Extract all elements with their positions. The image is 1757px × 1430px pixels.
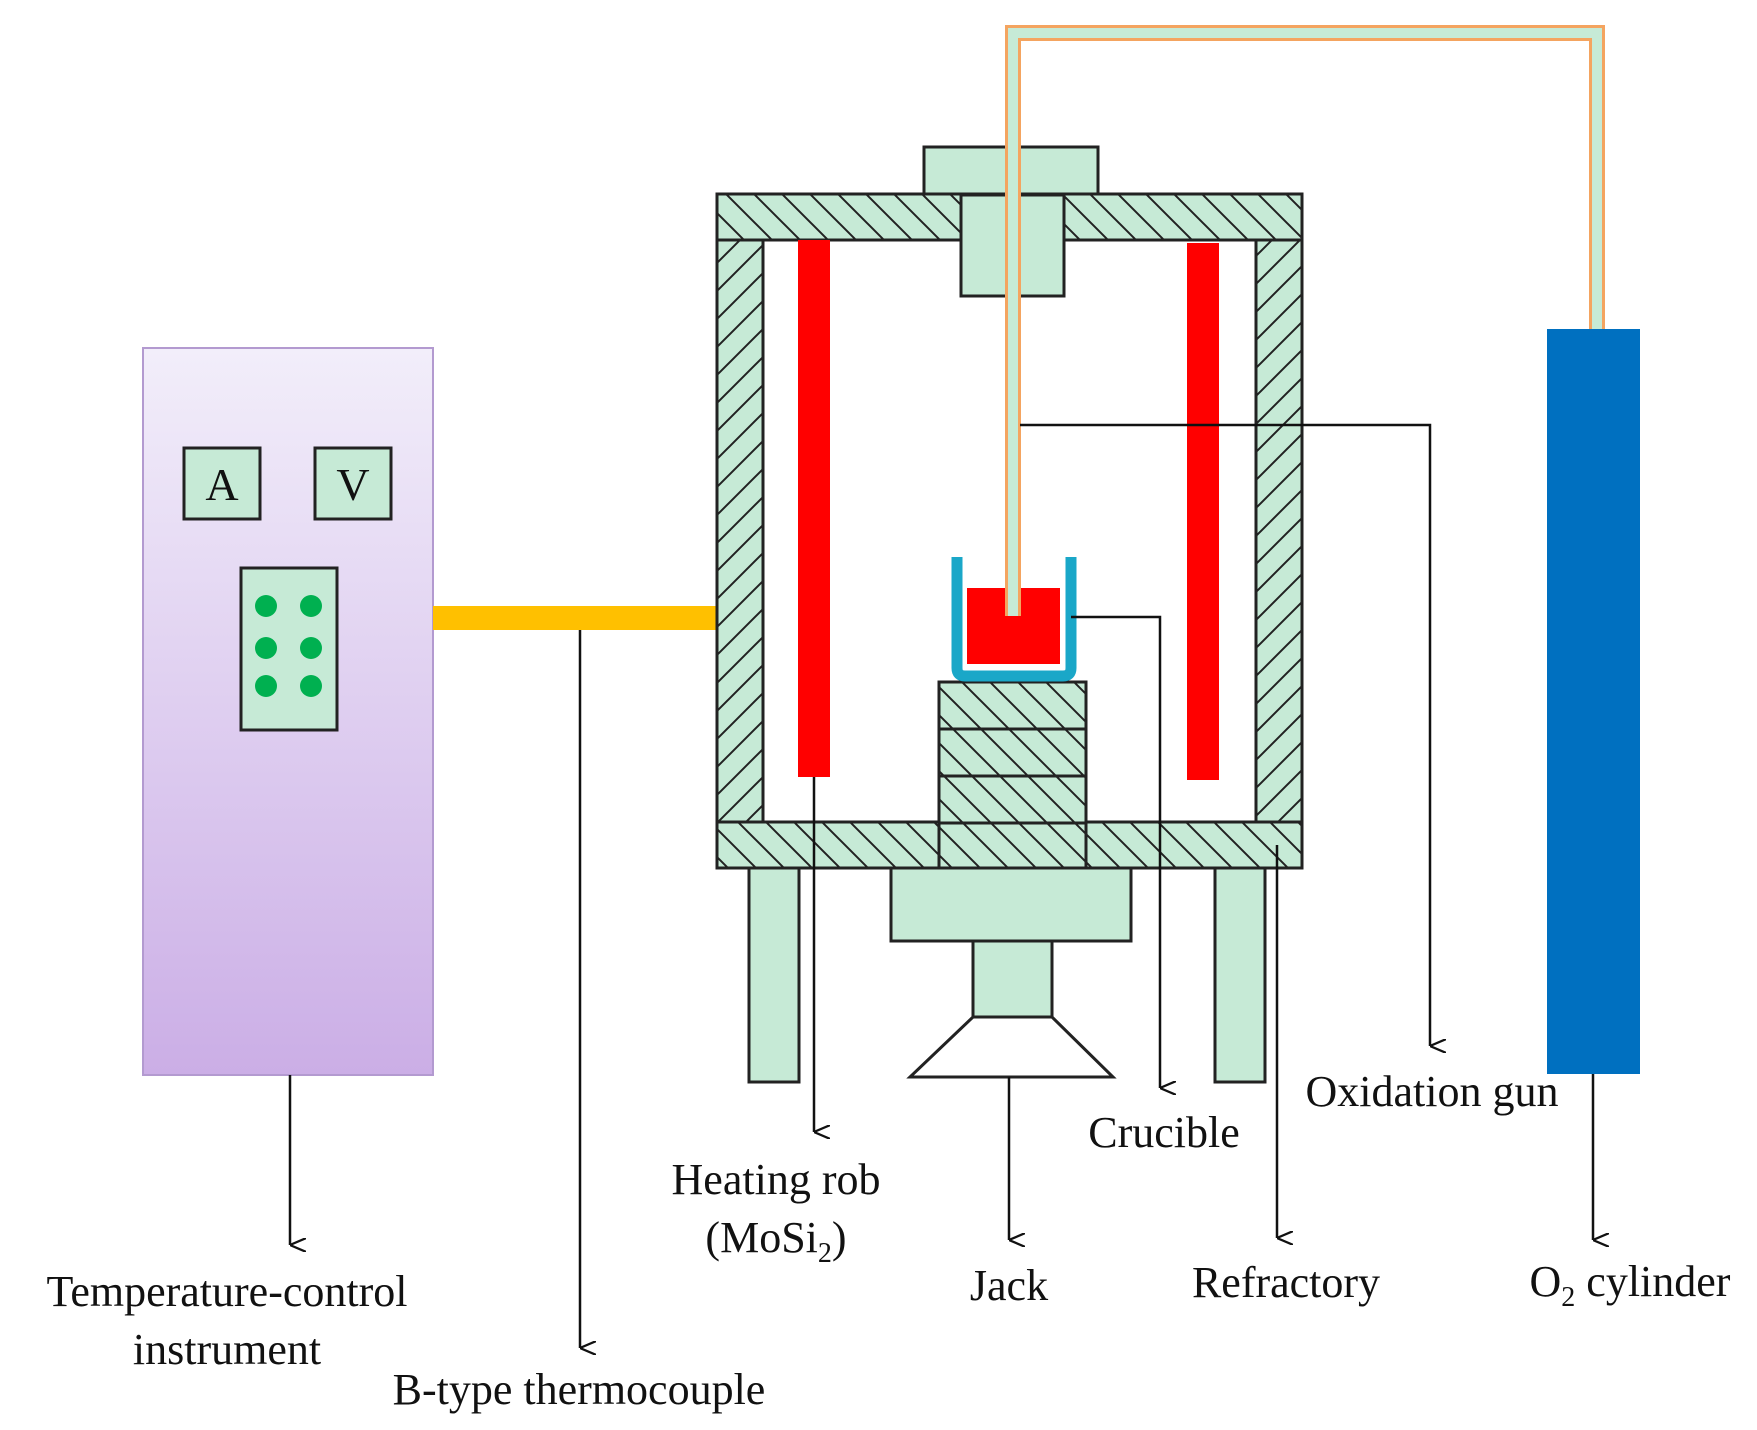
indicator-light (255, 637, 277, 659)
label-heating-rod: Heating rob (672, 1155, 881, 1204)
o2-cylinder (1547, 329, 1640, 1074)
indicator-light (300, 595, 322, 617)
b-type-thermocouple (433, 606, 719, 630)
heating-rod-left (798, 240, 830, 777)
leader-oxidation-gun (1020, 423, 1430, 1046)
label-temperature-control-2: instrument (133, 1325, 321, 1374)
leader-crucible (1071, 615, 1160, 1088)
indicator-light (300, 675, 322, 697)
indicator-panel (239, 566, 339, 732)
refractory-left-wall (715, 238, 765, 824)
indicator-light (255, 595, 277, 617)
label-b-type-thermocouple: B-type thermocouple (393, 1365, 766, 1414)
leader-lines (288, 423, 1593, 1348)
refractory-right-wall (1254, 238, 1304, 824)
label-jack: Jack (970, 1261, 1048, 1310)
label-o2-cylinder: O2 cylinder (1530, 1257, 1731, 1313)
temperature-control-instrument: A V (142, 347, 434, 1076)
indicator-light (300, 637, 322, 659)
labels: Temperature-control instrument B-type th… (47, 1067, 1731, 1414)
label-temperature-control: Temperature-control (47, 1267, 408, 1316)
furnace (715, 25, 1605, 1084)
label-heating-rod-material: (MoSi2) (705, 1213, 846, 1269)
indicator-light (255, 675, 277, 697)
ammeter: A (182, 446, 262, 521)
label-oxidation-gun: Oxidation gun (1306, 1067, 1559, 1116)
furnace-leg-left (747, 866, 801, 1084)
voltmeter: V (313, 446, 393, 521)
jack (889, 866, 1133, 1079)
ammeter-label: A (205, 459, 238, 510)
label-refractory: Refractory (1192, 1258, 1380, 1307)
crucible-support (937, 680, 1088, 870)
voltmeter-label: V (336, 459, 369, 510)
furnace-leg-right (1213, 866, 1267, 1084)
label-crucible: Crucible (1088, 1108, 1240, 1157)
oxidation-gun-pipe (1005, 25, 1605, 616)
heating-rod-right (1187, 243, 1219, 780)
